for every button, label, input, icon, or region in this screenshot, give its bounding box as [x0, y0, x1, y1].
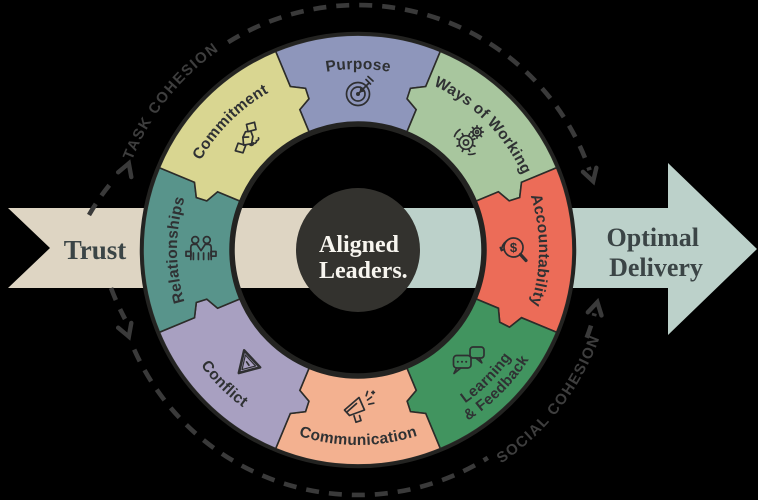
task-arc-start-arrowhead-icon [115, 159, 134, 180]
social-arc-tail [584, 312, 597, 339]
social-arc [132, 348, 490, 498]
task-arc-lead [87, 180, 114, 217]
handshake-icon [234, 121, 260, 154]
social-arc-lead [108, 287, 128, 321]
warning-triangle-icon [237, 349, 262, 375]
social-arc-start-arrowhead-icon [115, 320, 134, 341]
task-arc-end-arrowhead-icon [580, 165, 599, 186]
delivery-arrowhead-icon [668, 163, 757, 335]
trust-label: Trust [64, 235, 127, 265]
segment-label-purpose: Purpose [324, 56, 392, 76]
magnifier-dollar-icon: $ [499, 237, 528, 263]
center-label: Aligned Leaders. [319, 232, 408, 284]
wheel-outer-outline [139, 31, 577, 469]
chat-bubbles-icon [452, 346, 485, 375]
social-arc-end-arrowhead-icon [585, 297, 604, 318]
megaphone-icon [343, 390, 376, 424]
optimal-delivery-label: Optimal Delivery [607, 223, 706, 282]
target-icon [345, 75, 374, 107]
gears-icon [453, 124, 485, 156]
wheel-inner-outline [229, 121, 487, 379]
people-icon [185, 235, 217, 261]
task-arc [226, 2, 592, 171]
svg-text:$: $ [510, 240, 518, 255]
center-disk [296, 188, 420, 312]
